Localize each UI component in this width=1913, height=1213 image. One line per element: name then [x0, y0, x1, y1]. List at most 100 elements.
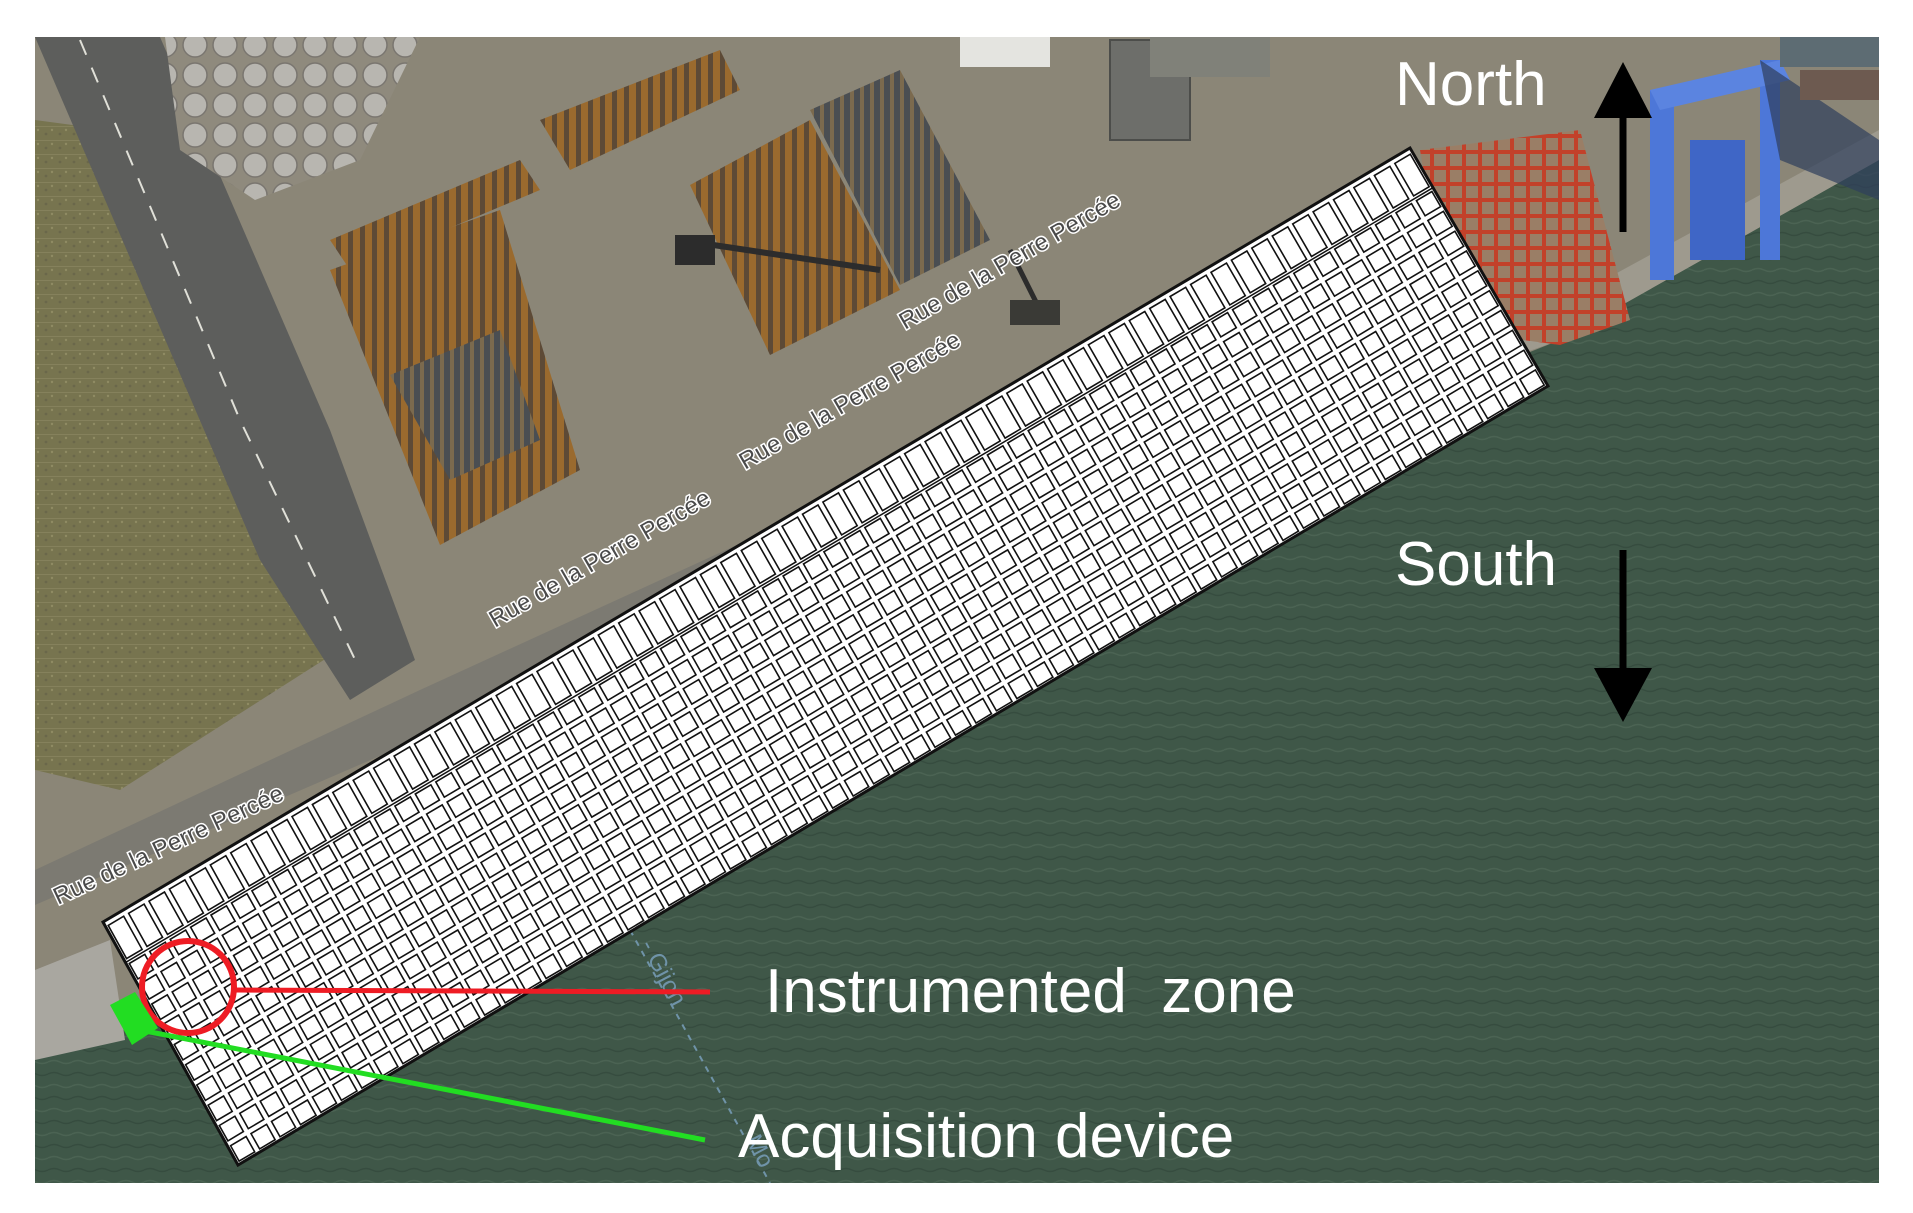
white-shed [960, 37, 1050, 67]
grid-cell [900, 629, 927, 657]
grid-cell [959, 540, 986, 568]
gantry-crane [1650, 60, 1879, 280]
grid-cell [416, 836, 443, 863]
grid-cell [1229, 487, 1257, 514]
grid-cell [691, 646, 718, 674]
grid-cell [520, 827, 548, 855]
grid-cell [766, 682, 793, 709]
grid-cell [593, 811, 620, 839]
shipping-lane [629, 929, 771, 1183]
grid-cell [788, 722, 816, 750]
grid-cell [229, 1135, 256, 1163]
grid-cell [768, 734, 795, 762]
grid-cell [1415, 190, 1442, 217]
grid-cell [491, 872, 518, 900]
grid-cell [516, 964, 543, 992]
grid-cell [290, 806, 328, 851]
grid-cell [277, 1026, 304, 1053]
grid-cell [638, 892, 666, 919]
grid-cell [1209, 499, 1236, 527]
grid-cell [1329, 374, 1357, 402]
grid-cell [302, 876, 330, 904]
grid-cell [1484, 309, 1511, 336]
grid-cell [1193, 375, 1220, 403]
grid-cell [1128, 310, 1165, 355]
grid-cell [1293, 502, 1321, 530]
instrumented-zone-marker [139, 938, 237, 1036]
grid-cell [1304, 282, 1331, 310]
grid-cell [759, 766, 786, 794]
grid-cell [418, 888, 445, 916]
grid-cell [1066, 346, 1104, 391]
grid-cell [779, 754, 807, 782]
grid-cell [1273, 514, 1300, 542]
grid-cell [1038, 440, 1065, 468]
grid-cell [740, 540, 777, 585]
container-stacks [1780, 37, 1879, 100]
grid-cell [355, 872, 382, 900]
grid-cell [441, 928, 468, 956]
grid-cell [227, 1082, 254, 1110]
grid-cell [552, 835, 579, 863]
grid-cell [1169, 286, 1206, 331]
grid-cell [652, 722, 679, 750]
grid-cell [1224, 383, 1252, 410]
grid-cell [1218, 467, 1245, 494]
grid-cell [457, 811, 484, 839]
grid-cell [427, 856, 454, 884]
grid-cell [883, 455, 920, 500]
grid-cell [884, 746, 911, 773]
grid-cell [675, 762, 702, 790]
grid-cell [1148, 535, 1175, 563]
grid-cell [997, 464, 1025, 492]
grid-cell [1129, 600, 1157, 627]
grid-cell [279, 1078, 306, 1106]
grass-field [35, 120, 355, 790]
grid-cell [489, 819, 516, 847]
grid-cell [452, 948, 479, 976]
grid-cell [1168, 523, 1195, 551]
grid-cell [484, 957, 511, 984]
grid-cell [405, 815, 432, 843]
grid-cell [1238, 455, 1266, 482]
grid-cell [1422, 345, 1450, 373]
grid-cell [1227, 435, 1254, 462]
grid-cell [709, 823, 736, 851]
grid-cell [1190, 323, 1217, 351]
grid-cell [613, 799, 641, 827]
grid-cell [888, 609, 916, 637]
grid-cell [877, 589, 904, 617]
grid-cell [1332, 189, 1369, 234]
grid-cell [748, 746, 775, 774]
grid-cell [927, 533, 954, 560]
grid-cell [1047, 408, 1074, 435]
grid-cell [857, 601, 884, 629]
grid-cell [684, 730, 711, 758]
grid-cell [236, 1050, 263, 1078]
grid-cell [697, 803, 725, 830]
grid-cell [409, 920, 436, 948]
grid-cell [504, 944, 531, 972]
grid-cell [1313, 250, 1340, 278]
grid-cell [782, 806, 809, 834]
grid-cell [1438, 230, 1465, 257]
grid-cell [1312, 201, 1349, 246]
grid-cell [966, 697, 993, 725]
steel-rail-stack [690, 120, 900, 355]
grid-cell [536, 952, 563, 980]
grid-cell [597, 624, 634, 670]
grid-cell [904, 733, 932, 761]
grid-cell [475, 747, 502, 775]
grid-cell [316, 949, 343, 977]
grid-cell [818, 678, 845, 705]
grid-cell [241, 912, 268, 940]
grid-cell [1102, 456, 1129, 483]
grid-cell [825, 593, 852, 621]
grid-cell [1495, 329, 1523, 356]
grid-cell [923, 669, 950, 697]
grid-cell [150, 993, 177, 1021]
grid-cell [679, 626, 707, 653]
grid-cell [643, 755, 670, 782]
grid-cell [602, 779, 629, 807]
